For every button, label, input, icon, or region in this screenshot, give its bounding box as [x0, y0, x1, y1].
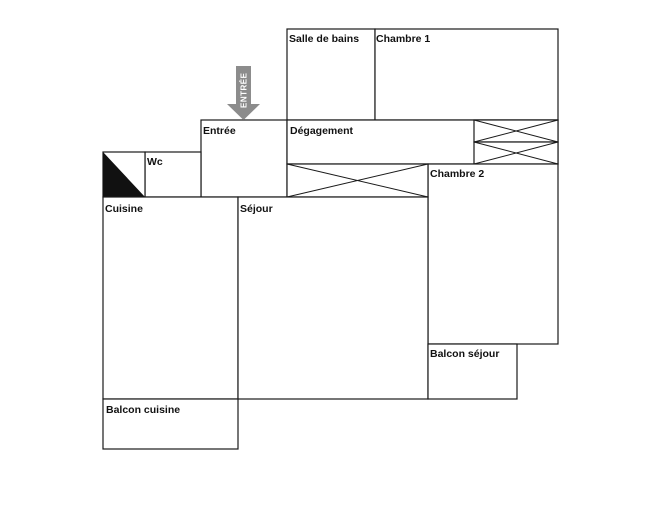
room-sejour: [237, 196, 429, 400]
label-balcon-sejour: Balcon séjour: [430, 348, 499, 360]
label-degagement: Dégagement: [290, 125, 354, 137]
label-chambre-1: Chambre 1: [376, 33, 430, 45]
wc-corner-fill: [103, 152, 145, 197]
entry-arrow-icon: ENTRÉE: [227, 66, 260, 120]
label-chambre-2: Chambre 2: [430, 168, 484, 180]
label-salle-de-bains: Salle de bains: [289, 33, 359, 45]
closet-bottom-right: [473, 141, 559, 165]
room-balcon-cuisine: [102, 398, 239, 450]
room-salle-de-bains: [286, 28, 376, 121]
label-entree: Entrée: [203, 125, 236, 137]
room-balcon-sejour: [427, 343, 518, 400]
entry-arrow-label: ENTRÉE: [240, 72, 249, 108]
label-balcon-cuisine: Balcon cuisine: [106, 404, 180, 416]
label-sejour: Séjour: [240, 203, 273, 215]
room-chambre-1: [374, 28, 559, 121]
room-entree: [200, 119, 288, 198]
room-chambre-2: [427, 163, 559, 345]
label-cuisine: Cuisine: [105, 203, 143, 215]
room-cuisine: [102, 196, 239, 400]
closet-top-right: [473, 119, 559, 143]
label-wc: Wc: [147, 156, 163, 168]
closet-center: [286, 163, 429, 198]
